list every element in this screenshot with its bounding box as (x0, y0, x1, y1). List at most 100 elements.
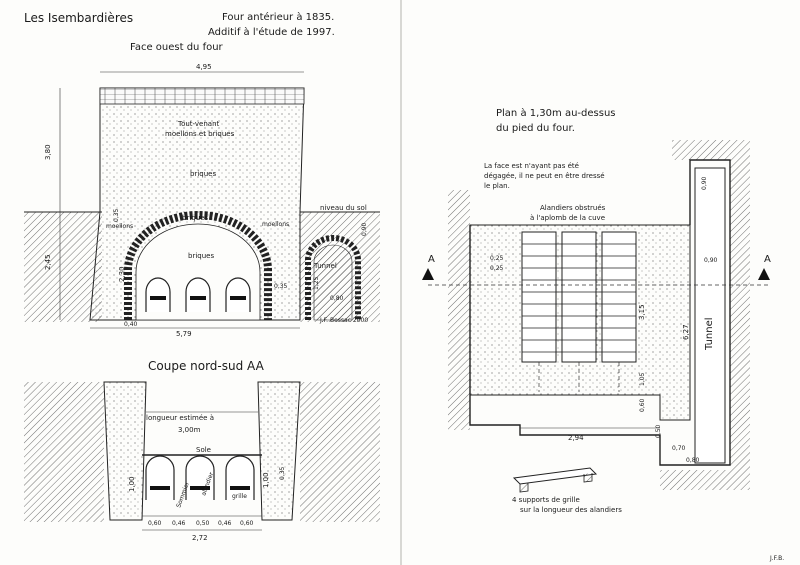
label-moellons-briques: moellons et briques (165, 130, 235, 138)
signature: J.F. Bessac 2000 (319, 317, 368, 324)
dim-plan-060: 0,60 (639, 398, 646, 412)
arrow-right-icon (758, 268, 770, 280)
grille-1 (150, 296, 166, 300)
grille-2 (190, 296, 206, 300)
ground-left (24, 212, 102, 322)
plan-note-3: le plan. (484, 182, 510, 190)
section-ground-left (24, 382, 104, 522)
alandier-arch-2 (185, 277, 211, 312)
alandier-arch-1 (145, 277, 171, 312)
dim-plan-090b: 0,90 (704, 257, 718, 264)
tunnel-fill (313, 244, 353, 321)
plan-note-1: La face est n'ayant pas été (484, 162, 579, 170)
section-ground-right (300, 382, 380, 522)
plan-note-2: dégagée, il ne peut en être dressé (484, 172, 605, 180)
page-fold (400, 0, 402, 565)
dim-plan-025a: 0,25 (490, 255, 504, 262)
label-plan-tunnel: Tunnel (704, 317, 715, 351)
label-briques-upper: briques (190, 170, 216, 178)
dim-035b: 0,35 (274, 283, 288, 290)
section-wall-right (257, 381, 301, 521)
plan-title-2: du pied du four. (496, 123, 575, 134)
dim-plan-294: 2,94 (568, 434, 584, 442)
dim-total: 2,72 (192, 534, 208, 542)
plan-title-1: Plan à 1,30m au-dessus (496, 107, 616, 119)
dim-part-3: 0,50 (196, 520, 210, 527)
section-alandier-1 (145, 455, 175, 500)
arrow-left-icon (422, 268, 434, 280)
dim-125: 1,25 (313, 276, 320, 290)
alandier-slot-3 (601, 231, 637, 363)
central-arch (124, 211, 272, 320)
section-grille-3 (230, 486, 250, 490)
dim-035: 0,35 (113, 208, 120, 222)
dim-plan-090a: 0,90 (701, 176, 708, 190)
label-longueur-1: longueur estimée à (146, 414, 214, 422)
label-grille: grille (232, 493, 247, 500)
plan-ground-right (660, 140, 750, 490)
section-aa: Coupe nord-sud AA Sole longueur estimée … (24, 359, 380, 542)
dim-part-1: 0,60 (148, 520, 162, 527)
alandier-grid (521, 231, 637, 392)
alandiers-note-2: à l'aplomb de la cuve (530, 214, 605, 222)
dim-plan-080: 0,80 (686, 457, 700, 464)
label-sole: Sole (196, 446, 211, 454)
alandiers-note-1: Alandiers obstrués (540, 204, 606, 212)
west-face-title: Face ouest du four (130, 42, 224, 53)
dim-plan-315: 3,15 (638, 304, 646, 320)
dim-bottom-width: 5,79 (176, 330, 192, 338)
section-marker-right: A (764, 254, 771, 265)
label-briques-arch: briques (182, 214, 208, 222)
section-wall-left (103, 381, 147, 521)
dim-plan-050: 0,50 (655, 424, 662, 438)
page-mark: J.F.B. (769, 555, 784, 562)
label-longueur-2: 3,00m (178, 426, 201, 434)
dim-plan-105: 1,05 (639, 372, 646, 386)
supports-note-2: sur la longueur des alandiers (520, 506, 622, 514)
plan-tunnel (694, 167, 726, 464)
dim-side: 0,35 (279, 466, 286, 480)
label-briques-lower: briques (188, 252, 214, 260)
plan-view: Plan à 1,30m au-dessus du pied du four. … (422, 107, 771, 514)
alandier-slot-2 (561, 231, 597, 363)
dim-height-left: 1,00 (128, 476, 136, 492)
dim-lower-height: 2,45 (44, 254, 52, 270)
label-niveau-sol: niveau du sol (320, 204, 367, 212)
dim-height-right: 1,00 (262, 472, 270, 488)
dim-part-4: 0,46 (218, 520, 232, 527)
supports-note-1: 4 supports de grille (512, 496, 580, 504)
top-course (99, 87, 305, 105)
dim-plan-025b: 0,25 (490, 265, 504, 272)
section-grille-1 (150, 486, 170, 490)
section-grille-2 (190, 486, 210, 490)
tunnel-arch (305, 235, 361, 320)
plan-ground-left (448, 190, 470, 430)
section-aa-title: Coupe nord-sud AA (148, 359, 265, 373)
dim-plan-070: 0,70 (672, 445, 686, 452)
dim-040: 0,40 (124, 321, 138, 328)
alandier-slot-1 (521, 231, 557, 363)
dim-arch-height: 2,30 (118, 266, 126, 282)
plan-outer-wall (469, 159, 731, 466)
dim-080: 0,80 (330, 295, 344, 302)
dim-part-2: 0,46 (172, 520, 186, 527)
dim-part-5: 0,60 (240, 520, 254, 527)
alandier-arch-3 (225, 277, 251, 312)
grille-3 (230, 296, 246, 300)
dim-plan-627: 6,27 (682, 324, 690, 340)
grille-support-sketch (512, 467, 598, 493)
dim-090: 0,90 (361, 222, 368, 236)
date-line-2: Additif à l'étude de 1997. (208, 26, 335, 38)
site-name: Les Isembardières (24, 11, 133, 25)
grille-bars (522, 243, 636, 353)
section-marker-left: A (428, 254, 435, 265)
label-tunnel: Tunnel (313, 262, 337, 270)
west-face-elevation: Face ouest du four Tout-venant (24, 42, 380, 338)
label-moellons-left: moellons (106, 223, 133, 230)
label-tout-venant: Tout-venant (177, 120, 220, 128)
dim-upper-height: 3,80 (44, 144, 52, 160)
dim-top-width: 4,95 (196, 63, 212, 71)
label-moellons-right: moellons (262, 221, 289, 228)
